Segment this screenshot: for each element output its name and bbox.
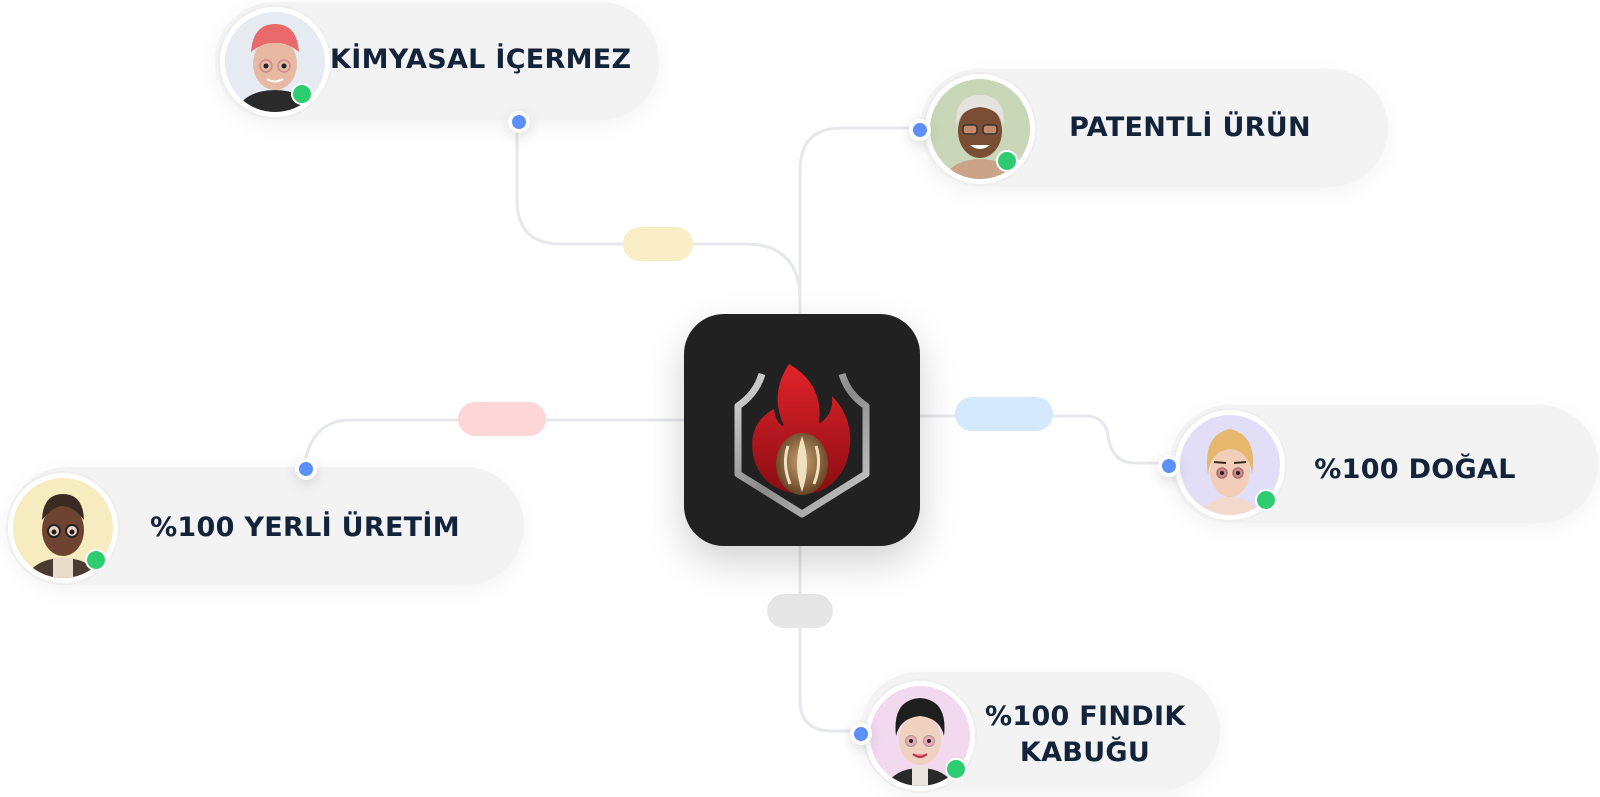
connector-patentli [798,126,920,316]
anchor-dot-findik[interactable] [850,723,872,745]
avatar-kimyasal [220,7,330,117]
connector-kimyasal [515,118,802,316]
connector-pill-top [623,227,693,261]
connector-pill-left [458,402,546,436]
status-online-indicator [1255,489,1277,511]
connector-yerli [302,418,686,468]
connector-pill-bottom [767,594,833,628]
center-hub-logo[interactable] [684,314,920,546]
connector-pill-right [955,397,1053,431]
status-online-indicator [945,758,967,780]
node-label-findik-line1: %100 FINDIK [985,701,1186,732]
status-online-indicator [996,150,1018,172]
anchor-dot-yerli[interactable] [295,458,317,480]
node-label-patentli: PATENTLİ ÜRÜN [1069,112,1311,143]
status-online-indicator [85,549,107,571]
avatar-person-icon [1180,415,1280,515]
anchor-dot-kimyasal[interactable] [508,111,530,133]
node-label-findik-line2: KABUĞU [1019,737,1151,768]
node-label-dogal: %100 DOĞAL [1314,454,1516,485]
avatar-dogal [1175,410,1285,520]
anchor-dot-patentli[interactable] [909,119,931,141]
anchor-dot-dogal[interactable] [1158,455,1180,477]
node-label-yerli: %100 YERLİ ÜRETİM [150,512,460,543]
node-label-kimyasal: KİMYASAL İÇERMEZ [330,44,632,75]
flame-shield-logo-icon [734,364,870,518]
status-online-indicator [291,83,313,105]
avatar-patentli [925,74,1035,184]
avatar-yerli [8,473,118,583]
connector-dogal [918,414,1170,465]
connector-findik [798,544,860,733]
